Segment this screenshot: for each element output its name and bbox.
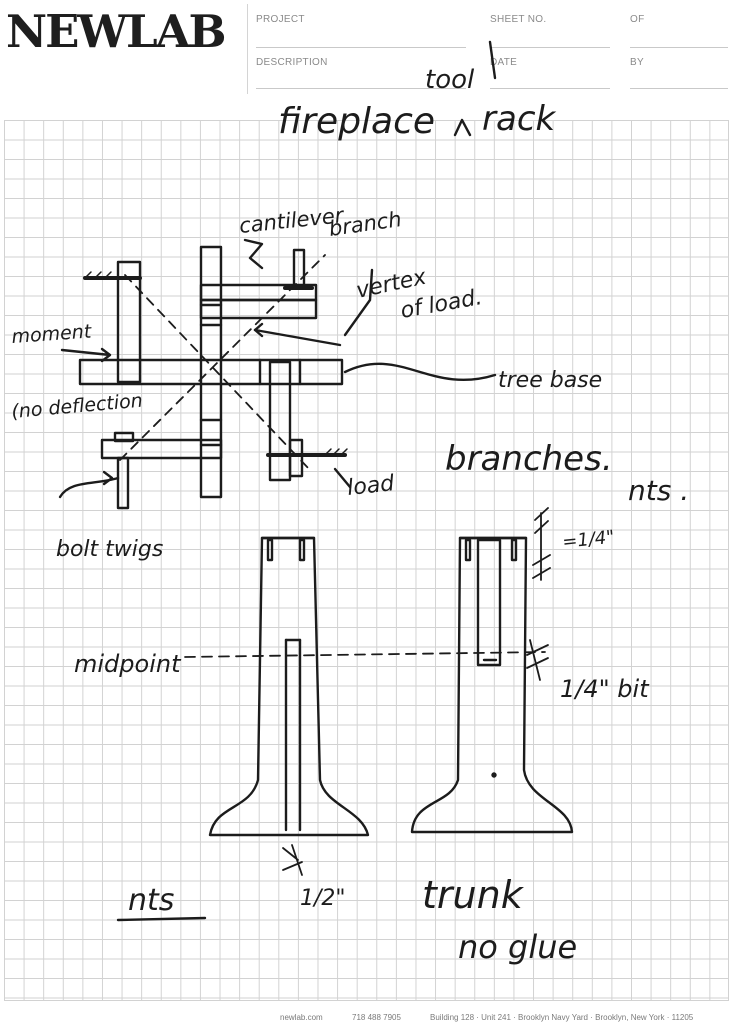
load-line-up <box>119 254 326 461</box>
leader-vertex-2 <box>253 328 342 347</box>
graph-paper-grid <box>4 120 729 1001</box>
footer-phone: 718 488 7905 <box>352 1013 401 1022</box>
nts-underline <box>116 916 207 922</box>
by-line <box>630 88 728 89</box>
label-no-deflection: (no deflection <box>11 390 144 423</box>
quarter-dim <box>532 507 551 581</box>
moment-arrow <box>60 347 112 363</box>
description-label: DESCRIPTION <box>256 57 328 68</box>
left-vertical-twig <box>116 260 142 384</box>
label-half: 1/2" <box>300 886 346 911</box>
lower-left-branch <box>100 438 223 460</box>
branch-assembly <box>58 238 497 510</box>
label-quarter-bit: 1/4" bit <box>560 675 650 703</box>
central-post <box>199 245 223 499</box>
header-divider <box>247 4 248 94</box>
date-label: DATE <box>490 57 518 68</box>
leader-load <box>333 467 352 489</box>
load-line-down <box>124 274 311 471</box>
of-label: OF <box>630 14 645 25</box>
date-line <box>490 88 610 89</box>
leader-vertex <box>343 268 374 337</box>
leader-cantilever <box>243 238 264 270</box>
label-load: load <box>346 471 396 501</box>
trunk-front-view <box>208 536 370 837</box>
label-no-glue: no glue <box>458 928 577 966</box>
midpoint-line <box>184 651 546 658</box>
insert-caret <box>453 118 472 137</box>
title-tool-insert: tool <box>425 65 475 95</box>
of-line <box>630 47 728 48</box>
label-trunk: trunk <box>422 873 525 917</box>
newlab-logo: NEWLAB <box>6 5 227 58</box>
label-bolt-twigs: bolt twigs <box>56 537 163 562</box>
insert-tick <box>488 40 497 80</box>
label-tree-base: tree base <box>498 368 602 393</box>
trunk-side-view <box>410 536 574 834</box>
half-dim <box>282 844 303 876</box>
footer-website: newlab.com <box>280 1013 323 1022</box>
label-quarter: =1/4" <box>561 527 615 553</box>
by-label: BY <box>630 57 644 68</box>
lower-right-twig <box>268 360 292 482</box>
description-line <box>256 88 466 89</box>
tree-base-bar <box>78 358 344 386</box>
sheet-header: NEWLAB PROJECT SHEET NO. OF DESCRIPTION … <box>0 0 733 95</box>
label-nts-right: nts . <box>628 474 689 507</box>
leader-tree-base <box>343 362 497 381</box>
sheet-footer: newlab.com 718 488 7905 Building 128 · U… <box>0 1012 733 1024</box>
project-label: PROJECT <box>256 14 305 25</box>
sheet-number-label: SHEET NO. <box>490 14 547 25</box>
label-moment: moment <box>11 320 94 348</box>
title-rack: rack <box>482 99 557 139</box>
label-nts-bottom: nts <box>128 883 174 918</box>
project-line <box>256 47 466 48</box>
footer-address: Building 128 · Unit 241 · Brooklyn Navy … <box>430 1013 694 1022</box>
label-branches: branches. <box>445 439 613 479</box>
title-fireplace: fireplace <box>278 101 435 142</box>
label-midpoint: midpoint <box>74 650 182 678</box>
bit-dim <box>526 639 549 681</box>
sheet-line <box>490 47 610 48</box>
